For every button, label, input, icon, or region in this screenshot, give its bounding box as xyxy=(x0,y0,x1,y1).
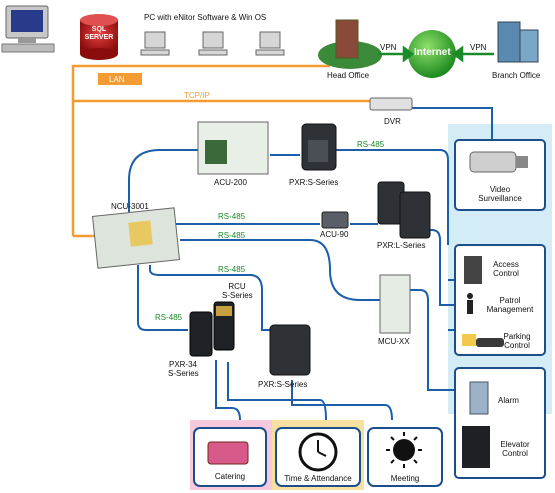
pxr34-label-line1: PXR-34 xyxy=(168,360,197,369)
vpn-right-label: VPN xyxy=(470,43,487,52)
ncu-label: NCU-3001 xyxy=(111,202,149,211)
mcu-label: MCU-XX xyxy=(378,337,410,346)
lan-label: LAN xyxy=(109,75,125,84)
dvr-label: DVR xyxy=(384,117,401,126)
elevator-label-line2: Control xyxy=(502,449,528,458)
pxr34-label-line2: S-Series xyxy=(168,369,199,378)
rs485-top-label: RS-485 xyxy=(357,140,385,149)
head-office-icon xyxy=(318,19,382,69)
rs485-left-label: RS-485 xyxy=(155,313,183,322)
rs485-mid-label: RS-485 xyxy=(218,231,246,240)
mcu-board-icon xyxy=(379,274,411,334)
pxr-l-label: PXR:L-Series xyxy=(377,241,426,250)
catering-label: Catering xyxy=(214,472,246,481)
pxr-l-readers-icon xyxy=(377,181,431,239)
rs485-acu90-label: RS-485 xyxy=(218,212,246,221)
time-attendance-label: Time & Attendance xyxy=(284,474,352,483)
sql-label-line2: SERVER xyxy=(84,34,114,41)
elevator-label-line1: Elevator xyxy=(500,440,530,449)
guard-icon xyxy=(467,293,473,314)
parking-label-line2: Control xyxy=(504,341,530,350)
head-office-label: Head Office xyxy=(327,71,370,80)
elevator-icon xyxy=(462,426,490,468)
admin-pc-icon xyxy=(1,5,55,53)
meeting-label: Meeting xyxy=(390,474,420,483)
branch-office-label: Branch Office xyxy=(492,71,541,80)
orange-network-lines xyxy=(71,64,370,238)
pxr-s-top-reader-icon xyxy=(301,123,337,171)
access-label-line1: Access xyxy=(493,260,519,269)
clock-icon xyxy=(298,432,338,472)
acu200-label: ACU-200 xyxy=(214,178,247,187)
parking-label-line1: Parking xyxy=(503,332,531,341)
pxr-s-bottom-label: PXR:S-Series xyxy=(258,380,308,389)
internet-label: Internet xyxy=(414,47,451,58)
alarm-label: Alarm xyxy=(498,396,519,405)
rcu-readers-icon xyxy=(189,301,235,357)
pxr-s-top-label: PXR:S-Series xyxy=(289,178,339,187)
vpn-left-label: VPN xyxy=(380,43,397,52)
pc-caption: PC with eNitor Software & Win OS xyxy=(144,13,267,22)
tcpip-label: TCP/IP xyxy=(184,91,210,100)
patrol-label-line2: Management xyxy=(486,305,534,314)
alarm-panel-icon xyxy=(469,381,489,415)
acu90-icon xyxy=(321,211,349,229)
client-pcs-icon xyxy=(140,31,285,56)
patrol-label-line1: Patrol xyxy=(499,296,521,305)
sql-label-line1: SQL xyxy=(91,26,107,33)
door-icon xyxy=(464,256,482,284)
branch-office-icon xyxy=(497,21,539,63)
rcu-label-line1: RCU xyxy=(228,282,246,291)
cash-register-icon xyxy=(207,441,249,465)
internet-globe-icon xyxy=(408,30,456,78)
acu90-label: ACU-90 xyxy=(320,230,349,239)
camera-icon xyxy=(469,151,528,173)
acu200-board-icon xyxy=(197,121,269,175)
car-icon xyxy=(462,334,504,347)
rcu-label-line2: S-Series xyxy=(222,291,253,300)
access-label-line2: Control xyxy=(493,269,519,278)
blue-network-lines xyxy=(128,107,493,421)
pxr-s-bottom-reader-icon xyxy=(269,324,311,376)
sql-server-icon xyxy=(80,14,118,60)
video-label-line2: Surveillance xyxy=(478,194,522,203)
video-label-line1: Video xyxy=(489,185,511,194)
meeting-icon xyxy=(386,432,422,468)
dvr-icon xyxy=(369,97,413,111)
rs485-low-label: RS-485 xyxy=(218,265,246,274)
ncu-controller-icon xyxy=(91,207,181,269)
